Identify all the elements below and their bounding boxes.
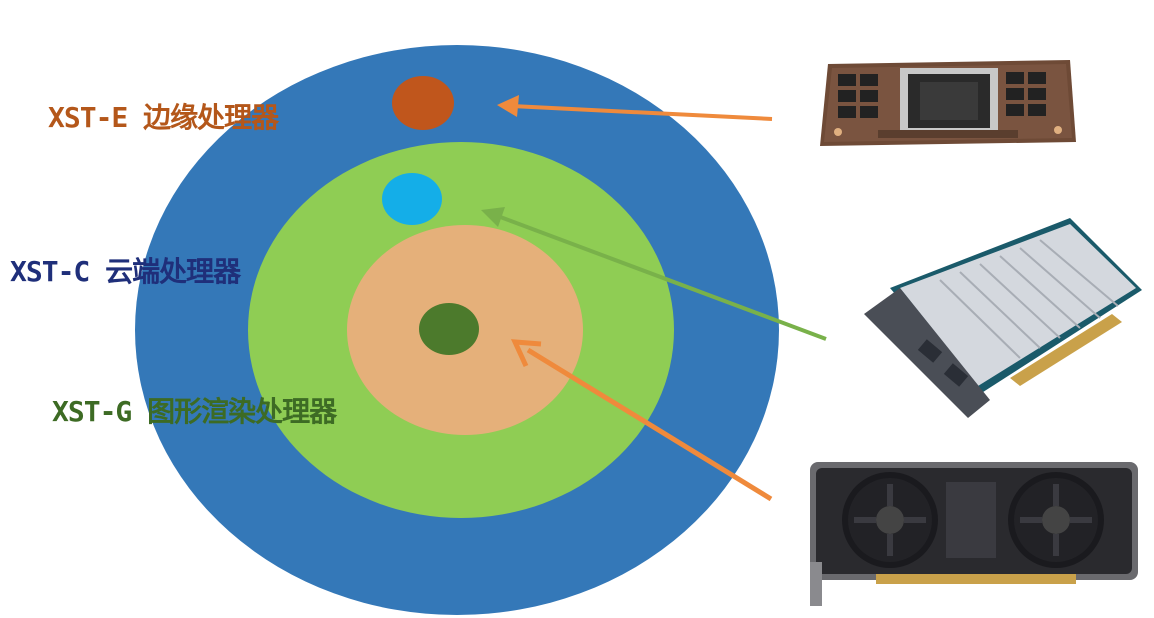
graphics-dot (419, 303, 479, 355)
cloud-arrow (481, 207, 827, 341)
cloud-processor-card-image (864, 218, 1142, 418)
edge-processor-board-image (808, 50, 1080, 148)
graphics-arrow (510, 339, 773, 502)
graphics-processor-label: XST-G 图形渲染处理器 (52, 395, 337, 428)
edge-processor-label: XST-E 边缘处理器 (48, 101, 279, 134)
edge-dot (392, 76, 454, 130)
cloud-processor-label: XST-C 云端处理器 (10, 255, 241, 288)
graphics-processor-card-image (810, 462, 1138, 606)
edge-arrow (497, 95, 773, 121)
cloud-dot (382, 173, 442, 225)
